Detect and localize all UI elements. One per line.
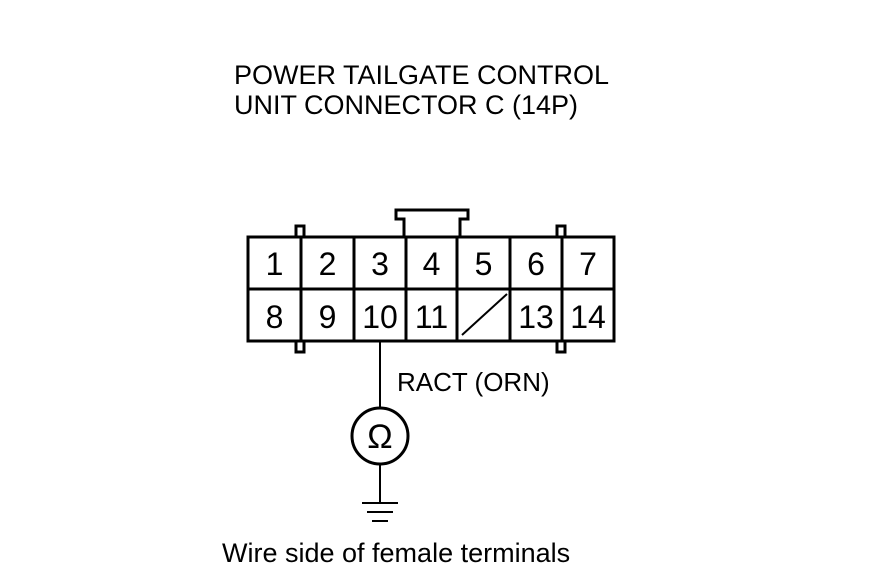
pin-label-10: 10 <box>362 299 398 335</box>
pin-label-2: 2 <box>319 246 337 282</box>
title-line-2: UNIT CONNECTOR C (14P) <box>234 90 579 120</box>
diagram-caption: Wire side of female terminals <box>222 538 571 568</box>
ohm-symbol: Ω <box>367 418 392 456</box>
pin-label-7: 7 <box>579 246 597 282</box>
ground-icon <box>362 502 398 522</box>
pin-label-14: 14 <box>570 299 606 335</box>
pin-label-9: 9 <box>319 299 337 335</box>
connector-lock-tab <box>394 208 470 237</box>
empty-cavity-slash <box>461 293 508 336</box>
guide-key-bottom-right <box>555 339 567 354</box>
pin-label-6: 6 <box>527 246 545 282</box>
pin-label-5: 5 <box>475 246 493 282</box>
wire-label: RACT (ORN) <box>397 367 550 397</box>
pin-label-4: 4 <box>423 246 441 282</box>
cell-dividers <box>299 237 564 341</box>
pin-label-1: 1 <box>266 246 284 282</box>
pin-label-3: 3 <box>371 246 389 282</box>
pin-label-8: 8 <box>266 299 284 335</box>
pin-label-13: 13 <box>518 299 554 335</box>
guide-key-top-right <box>555 224 567 239</box>
guide-key-bottom-left <box>294 339 306 354</box>
guide-key-top-left <box>294 224 306 239</box>
diagram-title: POWER TAILGATE CONTROL UNIT CONNECTOR C … <box>234 60 609 120</box>
pin-label-11: 11 <box>415 299 448 335</box>
title-line-1: POWER TAILGATE CONTROL <box>234 60 610 90</box>
